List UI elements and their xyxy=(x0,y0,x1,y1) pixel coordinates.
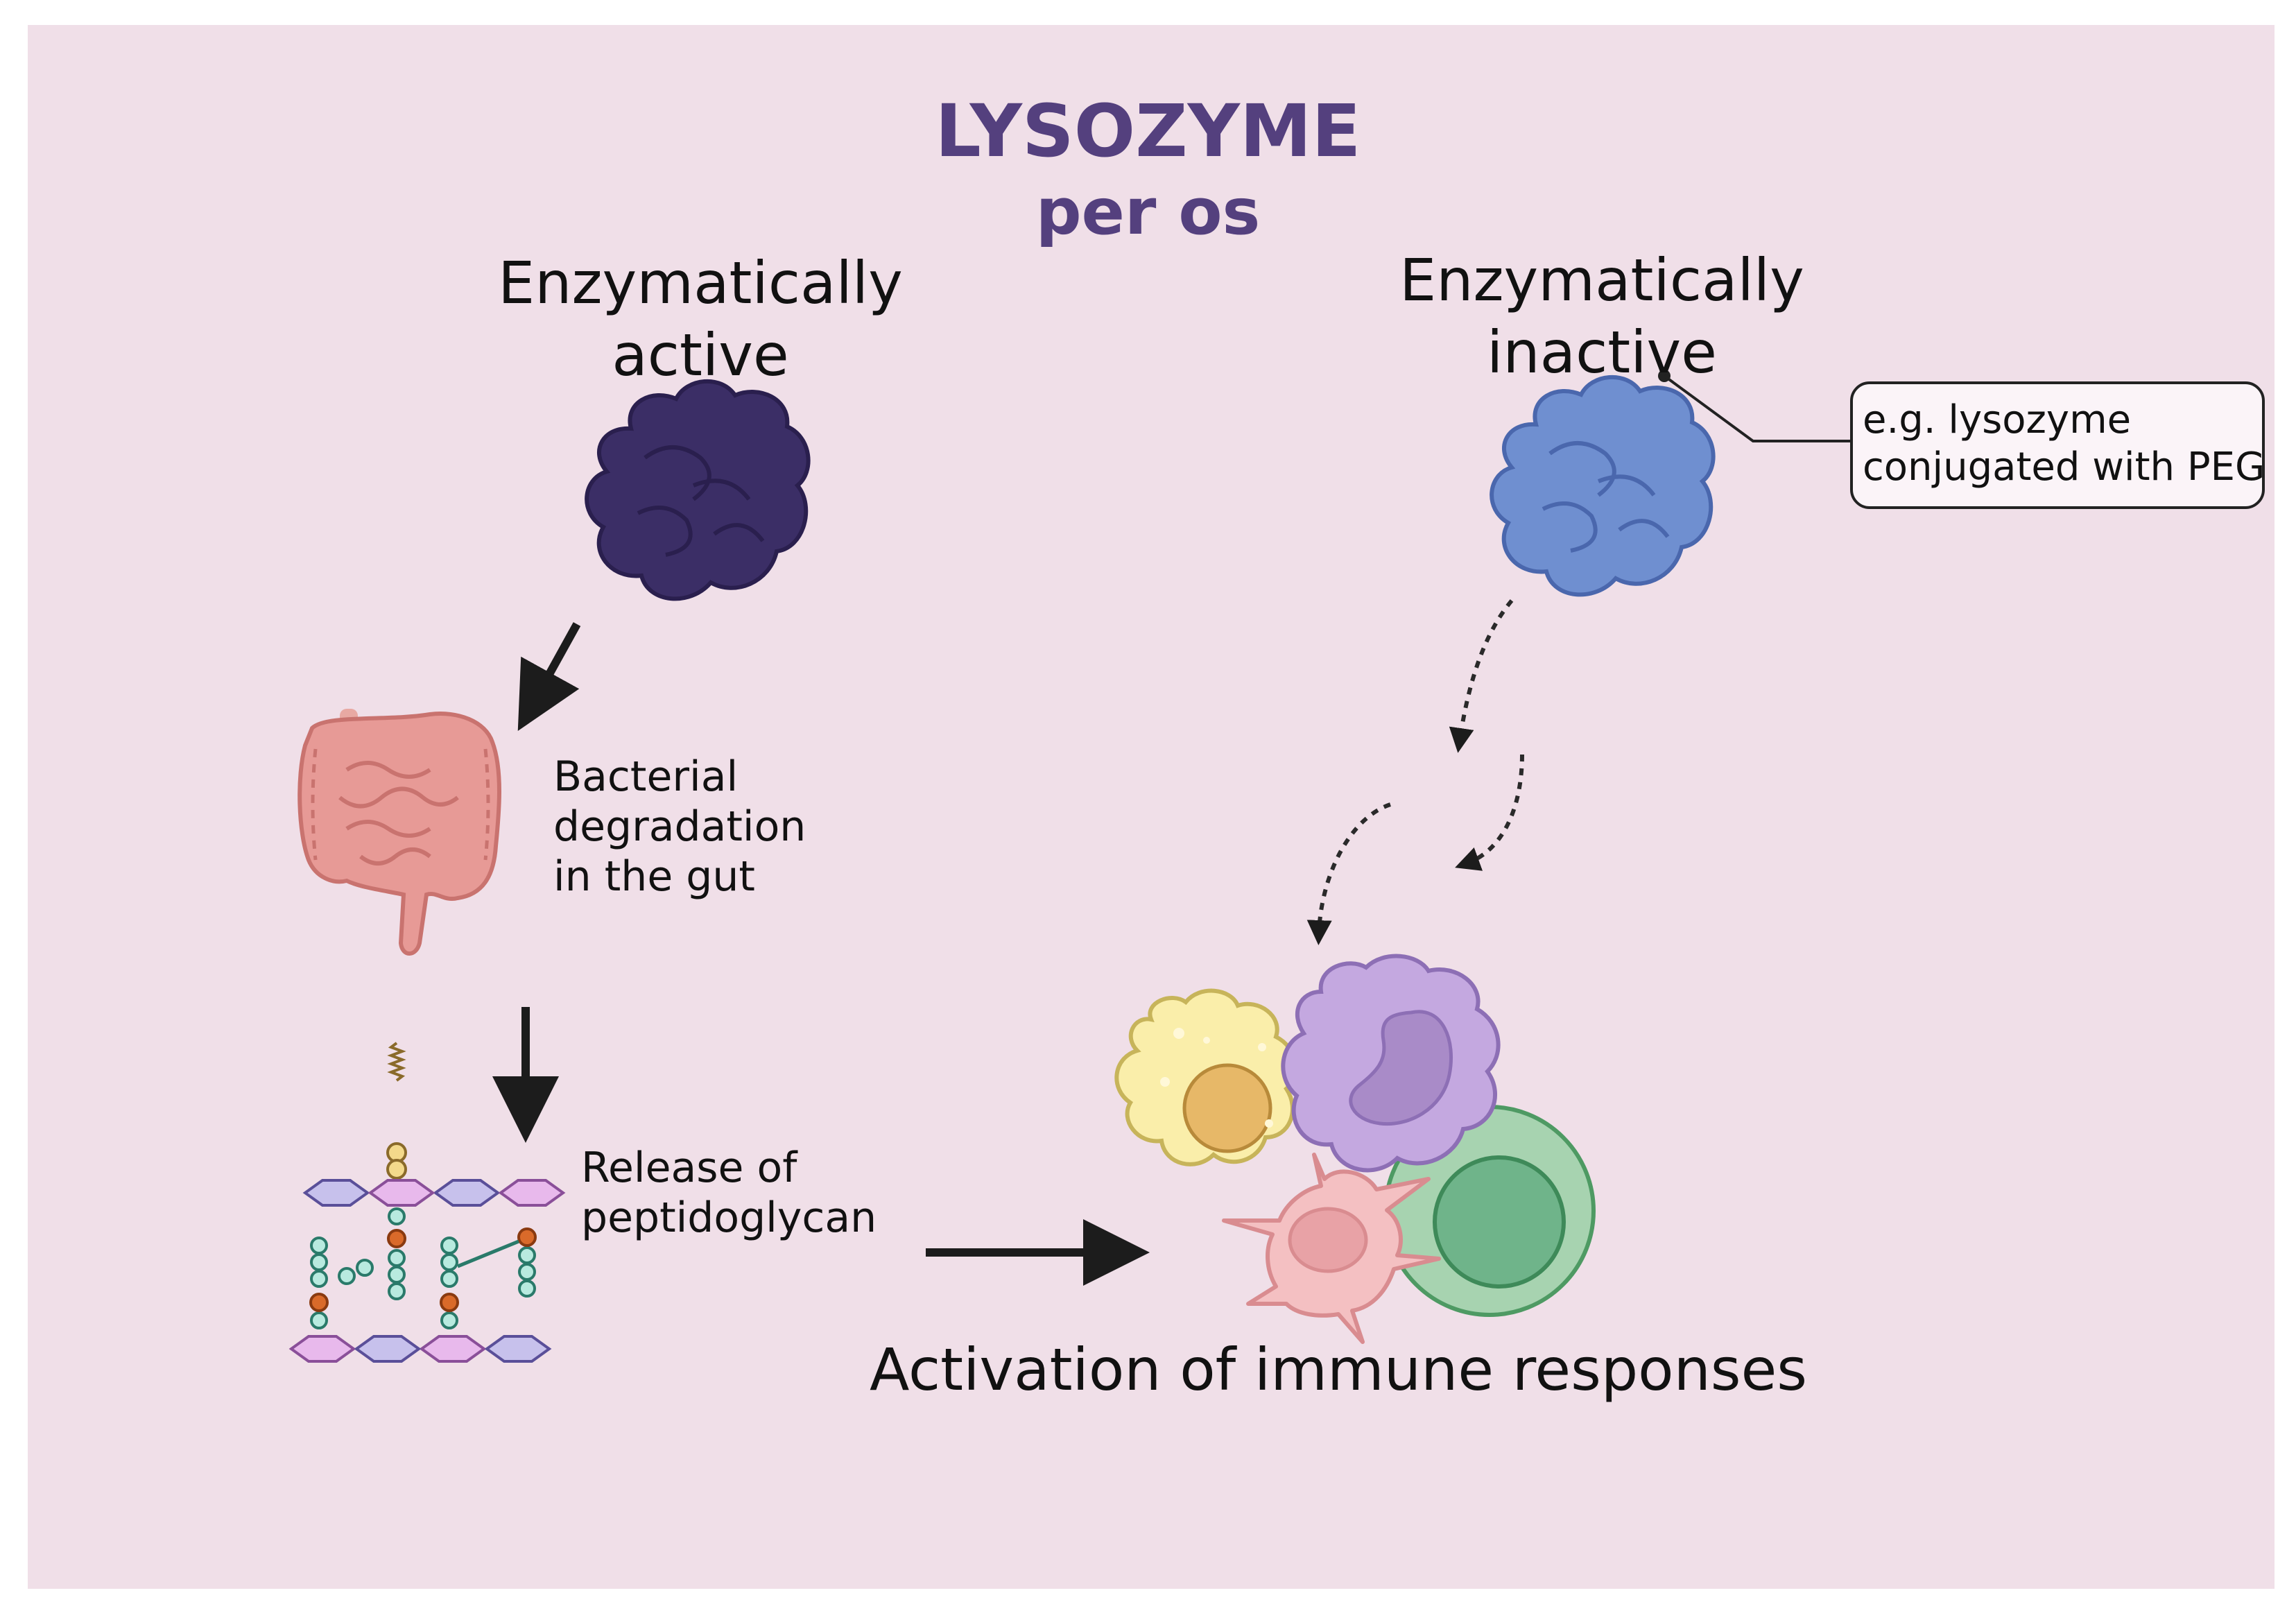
inactive-heading-line1: Enzymatically xyxy=(1399,246,1804,314)
callout-line: e.g. lysozyme xyxy=(1863,397,2132,442)
pg-label-line: peptidoglycan xyxy=(581,1194,877,1242)
peg-callout: e.g. lysozyme conjugated with PEG xyxy=(1850,381,2265,509)
immune-activation-label: Activation of immune responses xyxy=(869,1336,1808,1404)
active-lysozyme-icon xyxy=(585,379,811,601)
gut-label-line: degradation xyxy=(553,802,806,851)
immune-cells-icon xyxy=(1114,954,1596,1344)
pg-label-line: Release of xyxy=(581,1144,797,1192)
callout-connector xyxy=(1658,370,1850,442)
peptidoglycan-icon xyxy=(288,1042,566,1363)
callout-line: conjugated with PEG xyxy=(1863,445,2265,490)
active-heading-line2: active xyxy=(612,321,789,389)
inactive-heading-line2: inactive xyxy=(1487,318,1717,386)
active-heading-line1: Enzymatically xyxy=(498,249,903,317)
gut-label-line: in the gut xyxy=(553,852,755,901)
dotted-arrows xyxy=(1306,599,1524,945)
peptidoglycan-release-label: Release of peptidoglycan xyxy=(581,1143,942,1243)
gut-label-line: Bacterial xyxy=(553,752,739,801)
diagram-title: LYSOZYME xyxy=(935,89,1361,173)
diagram-subtitle: per os xyxy=(1035,175,1261,249)
inactive-lysozyme-icon xyxy=(1490,374,1716,597)
gut-icon xyxy=(297,709,501,956)
inactive-heading: Enzymatically inactive xyxy=(1373,244,1831,388)
active-heading: Enzymatically active xyxy=(472,247,929,391)
gut-degradation-label: Bacterial degradation in the gut xyxy=(553,752,845,902)
arrow-protein-to-gut xyxy=(517,622,581,731)
